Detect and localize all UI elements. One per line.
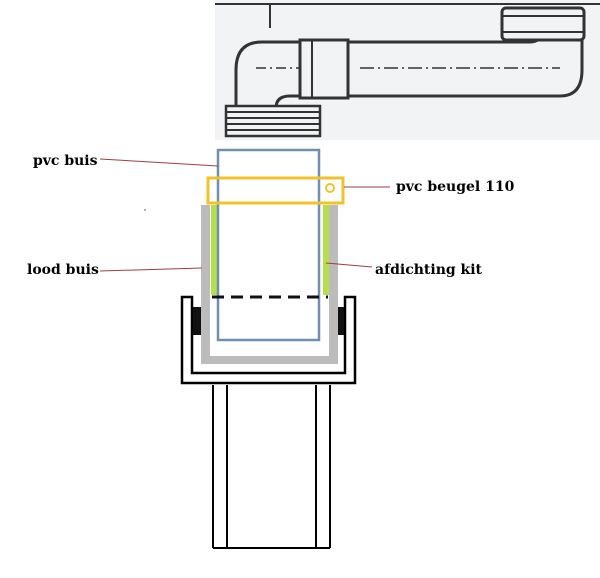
middle-coupling: [298, 38, 350, 100]
socket: [180, 295, 357, 385]
socket-seal-left: [193, 307, 201, 335]
threaded-end: [224, 104, 322, 138]
label-afdichting-kit: afdichting kit: [375, 262, 483, 278]
sealant-right: [323, 205, 329, 295]
label-pvc-beugel: pvc beugel 110: [396, 179, 515, 195]
socket-seal-right: [336, 307, 344, 335]
pvc-pipe: [216, 148, 321, 342]
label-pvc-buis: pvc buis: [33, 153, 98, 169]
right-coupling: [500, 6, 586, 42]
pvc-clamp: [206, 176, 345, 205]
drain-pipe: [212, 385, 331, 549]
clamp-bolt: [325, 183, 335, 193]
waste-pipe-drawing: [215, 0, 600, 140]
leader-afdichting-kit: [325, 262, 373, 268]
label-lood-buis: lood buis: [27, 262, 99, 278]
stray-dot: [144, 209, 146, 211]
sealant-left: [211, 205, 217, 295]
thread-lines: [226, 111, 320, 131]
leader-lood-buis: [99, 267, 203, 272]
leader-pvc-buis: [99, 158, 219, 167]
